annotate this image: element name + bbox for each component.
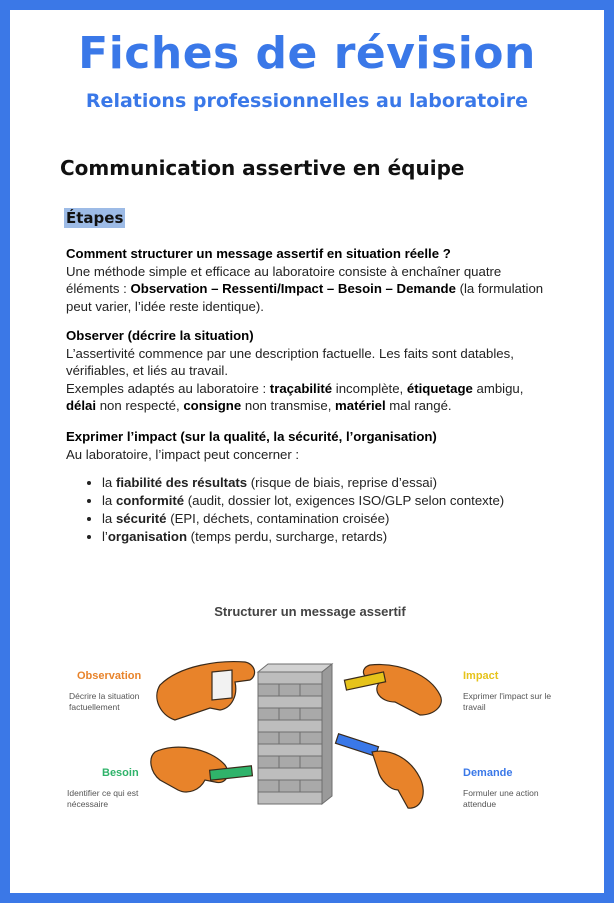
page-subtitle: Relations professionnelles au laboratoir… bbox=[85, 90, 529, 112]
impact-bullet-list: la fiabilité des résultats (risque de bi… bbox=[66, 474, 504, 546]
page-title: Fiches de révision bbox=[78, 28, 536, 79]
list-item: l’organisation (temps perdu, surcharge, … bbox=[102, 528, 504, 546]
list-item: la sécurité (EPI, déchets, contamination… bbox=[102, 510, 504, 528]
intro-steps: Observation – Ressenti/Impact – Besoin –… bbox=[130, 281, 456, 296]
hand-impact-icon bbox=[343, 663, 442, 716]
impact-paragraph: Exprimer l’impact (sur la qualité, la sé… bbox=[66, 428, 546, 463]
impact-label: Impact bbox=[463, 670, 499, 682]
besoin-label: Besoin bbox=[102, 767, 139, 779]
observer-text: L’assertivité commence par une descripti… bbox=[66, 345, 514, 379]
intro-text2: (la formulation peut varier, l’idée rest… bbox=[66, 281, 544, 314]
observer-heading: Observer (décrire la situation) bbox=[66, 328, 254, 343]
impact-text: Au laboratoire, l’impact peut concerner … bbox=[66, 446, 300, 462]
observer-paragraph: Observer (décrire la situation) L’assert… bbox=[66, 327, 546, 415]
assertive-message-diagram: Structurer un message assertif Observati… bbox=[50, 600, 570, 830]
hand-besoin-icon bbox=[150, 746, 254, 793]
section-title: Communication assertive en équipe bbox=[60, 156, 465, 180]
hand-observation-icon bbox=[156, 661, 256, 721]
list-item: la conformité (audit, dossier lot, exige… bbox=[102, 492, 504, 510]
hand-demande-icon bbox=[334, 732, 424, 809]
demande-label: Demande bbox=[463, 767, 513, 779]
jenga-tower bbox=[256, 662, 334, 806]
list-item: la fiabilité des résultats (risque de bi… bbox=[102, 474, 504, 492]
jenga-illustration bbox=[150, 661, 442, 809]
etapes-highlight: Étapes bbox=[64, 208, 126, 228]
observation-label: Observation bbox=[77, 670, 142, 682]
observer-examples: Exemples adaptés au laboratoire : traçab… bbox=[66, 380, 524, 414]
intro-text1: Une méthode simple et efficace au labora… bbox=[66, 263, 502, 297]
intro-question: Comment structurer un message assertif e… bbox=[66, 246, 451, 261]
intro-paragraph: Comment structurer un message assertif e… bbox=[66, 245, 546, 315]
impact-heading: Exprimer l’impact (sur la qualité, la sé… bbox=[66, 429, 437, 444]
diagram-title: Structurer un message assertif bbox=[214, 604, 406, 619]
